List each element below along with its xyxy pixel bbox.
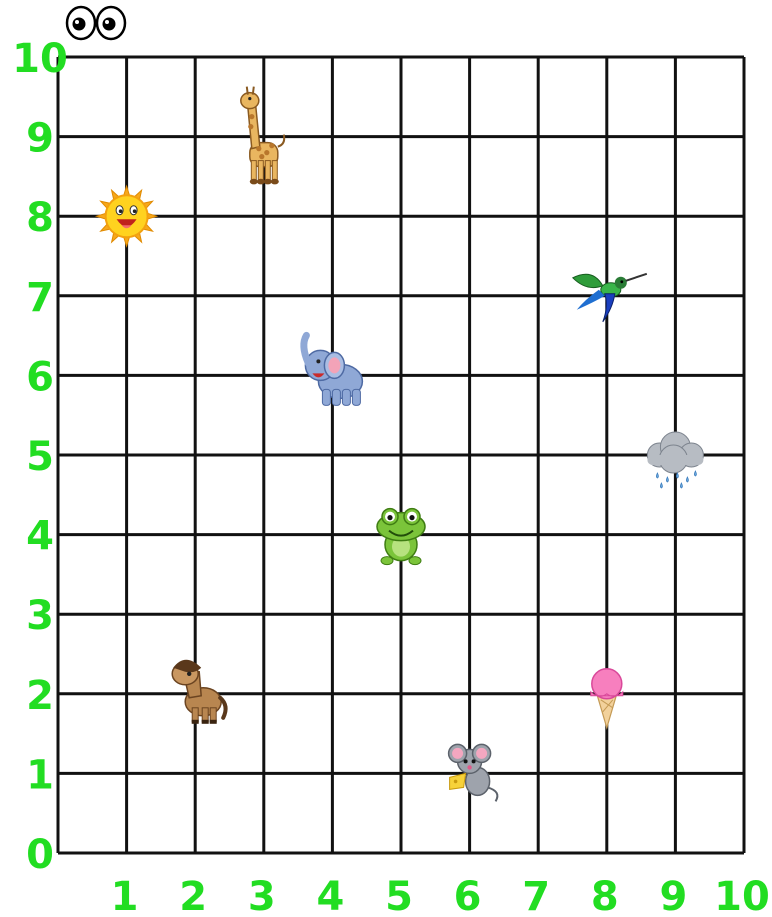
ice-cream-icon: [591, 669, 623, 728]
y-tick-label: 8: [26, 195, 54, 241]
x-tick-label: 4: [316, 874, 344, 917]
y-tick-label: 3: [26, 593, 54, 639]
grid: [58, 57, 744, 853]
hummingbird-icon: [573, 274, 647, 322]
y-tick-label: 7: [26, 275, 54, 321]
x-tick-label: 8: [591, 874, 619, 917]
sun-icon: [97, 186, 157, 246]
x-tick-label: 2: [179, 874, 207, 917]
y-tick-label: 5: [26, 434, 54, 480]
y-tick-label: 9: [26, 116, 54, 162]
x-tick-label: 6: [454, 874, 482, 917]
x-tick-label: 1: [111, 874, 139, 917]
horse-icon: [172, 660, 225, 724]
y-tick-label: 0: [26, 832, 54, 878]
x-tick-label: 5: [385, 874, 413, 917]
y-tick-label: 6: [26, 354, 54, 400]
x-tick-label: 7: [522, 874, 550, 917]
y-tick-label: 4: [26, 514, 54, 560]
x-tick-label: 3: [248, 874, 276, 917]
y-tick-label: 1: [26, 752, 54, 798]
frog-icon: [377, 509, 425, 565]
y-tick-label: 2: [26, 673, 54, 719]
x-tick-label: 9: [659, 874, 687, 917]
y-tick-label: 10: [12, 36, 68, 82]
x-tick-label: 10: [714, 874, 770, 917]
eyes-icon: [67, 7, 125, 39]
